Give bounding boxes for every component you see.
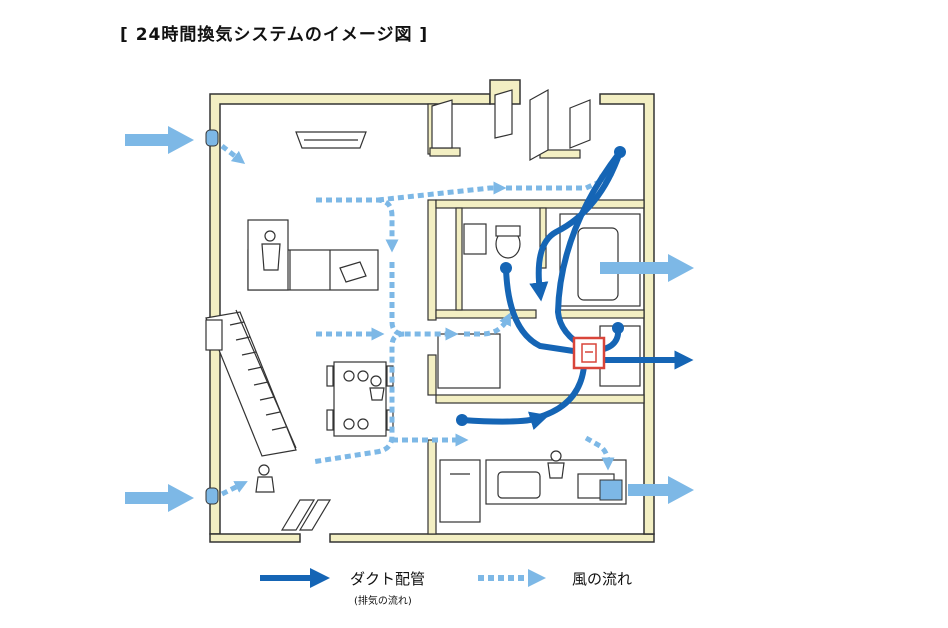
exhaust-vent-icon — [599, 479, 623, 501]
person-icon — [255, 464, 275, 493]
inner-walls — [427, 103, 645, 535]
partition-blocks — [431, 88, 591, 162]
legend-wind-arrow — [478, 569, 546, 587]
outdoor-wind-arrows — [125, 126, 694, 512]
entrance-step — [280, 499, 332, 531]
legend-duct-arrow — [260, 568, 330, 588]
person-icon — [547, 450, 565, 479]
page-title: [ 24時間換気システムのイメージ図 ] — [120, 25, 429, 45]
person-icon — [369, 375, 385, 401]
toilet-icon — [463, 223, 521, 259]
legend-wind-label: 風の流れ — [572, 570, 633, 588]
indoor-wind-flow — [220, 144, 615, 497]
intake-vent-icon — [205, 129, 219, 505]
ventilation-fan-icon — [572, 336, 606, 370]
range-hood — [295, 131, 367, 149]
duct-endpoints — [456, 146, 626, 426]
legend-duct-label: ダクト配管 — [350, 570, 426, 588]
stairs-icon — [205, 309, 297, 457]
person-icon — [261, 230, 281, 271]
bathtub-icon — [559, 213, 641, 307]
dining-table — [326, 361, 394, 437]
legend-duct-sublabel: (排気の流れ) — [354, 596, 412, 607]
